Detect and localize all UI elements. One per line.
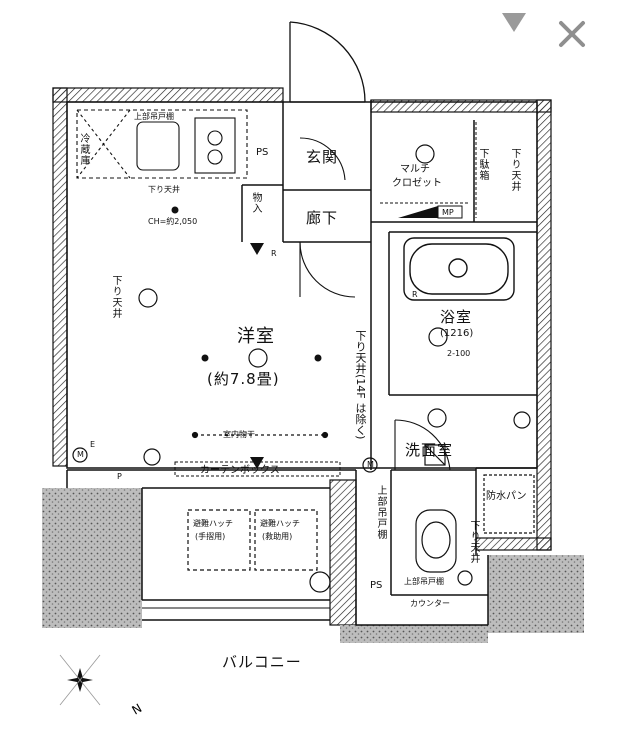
r-label-1: R xyxy=(271,249,277,258)
compass-icon xyxy=(59,654,101,706)
western-room-size: (約7.8畳) xyxy=(207,370,280,388)
drop-ceiling-note: 下り天井(14F は除く) xyxy=(354,330,367,440)
hatch1-line2: (手摺用) xyxy=(195,532,226,541)
upper-shelf-label: 上部吊戸棚 xyxy=(375,485,386,540)
drop-ceiling-label: 下り天井 xyxy=(148,185,180,194)
exterior-areas xyxy=(42,488,584,643)
drop-ceiling-vertical: 下り天井 xyxy=(110,275,121,319)
m-label-1: M xyxy=(77,450,84,459)
north-mark: N xyxy=(130,701,145,718)
fridge-label: 冷蔵庫 xyxy=(78,133,89,166)
mp-label: MP xyxy=(442,208,454,217)
e-label: E xyxy=(90,440,96,449)
upper-drop-label: 上部吊戸棚 xyxy=(404,577,444,586)
ps-label-2: PS xyxy=(370,580,383,591)
storage-label: 物入 xyxy=(250,192,261,214)
bathroom-size: (1216) xyxy=(440,328,474,339)
ceiling-height-label: CH=約2,050 xyxy=(148,217,198,226)
bathtub xyxy=(403,237,515,301)
entrance-label: 玄関 xyxy=(306,148,339,166)
hatch2-line2: (救助用) xyxy=(262,532,293,541)
hatch2-line1: 避難ハッチ xyxy=(260,519,300,528)
drying-rail xyxy=(191,431,329,439)
drop-ceiling-vertical-2: 下り天井 xyxy=(509,148,520,192)
balcony-label: バルコニー xyxy=(222,653,302,671)
interior-walls xyxy=(66,100,538,626)
close-icon xyxy=(559,21,585,47)
laundry-pan xyxy=(483,474,535,534)
triangle-down-icon xyxy=(502,13,526,32)
counter-label: カウンター xyxy=(410,599,450,608)
menu-dropdown-button[interactable] xyxy=(496,6,532,38)
washroom-label: 洗面室 xyxy=(405,441,454,459)
indoor-drying-label: 室内物干 xyxy=(223,430,255,439)
bathroom-label: 浴室 xyxy=(440,308,473,326)
washbasin-mark: 2-100 xyxy=(447,349,471,358)
hatch1-line1: 避難ハッチ xyxy=(193,519,233,528)
p-label: P xyxy=(117,472,122,481)
toilet-sink xyxy=(415,444,457,573)
kitchen-fixtures xyxy=(76,109,248,179)
laundry-pan-label: 防水パン xyxy=(486,491,527,502)
evacuation-hatches xyxy=(187,509,331,593)
ps-label: PS xyxy=(256,147,269,158)
m-label-2: M xyxy=(367,460,374,469)
mp-box xyxy=(398,205,463,219)
light-points xyxy=(171,206,322,469)
shoe-box-label: 下駄箱 xyxy=(477,148,488,181)
closet-shelf xyxy=(380,122,477,218)
entrance-door xyxy=(289,21,366,103)
western-room-label: 洋室 xyxy=(237,326,275,347)
multi-closet-label-2: クロゼット xyxy=(392,178,442,189)
hallway-label: 廊下 xyxy=(306,209,339,227)
upper-cabinet-label: 上部吊戸棚 xyxy=(134,112,174,121)
multi-closet-label-1: マルチ xyxy=(400,164,430,175)
drop-ceiling-vertical-3: 下り天井 xyxy=(468,520,479,564)
close-button[interactable] xyxy=(552,14,592,54)
curtain-box-label: カーテンボックス xyxy=(200,465,280,476)
door-swings xyxy=(299,137,451,471)
r-label-2: R xyxy=(412,290,418,299)
ceiling-fixtures xyxy=(72,144,531,586)
